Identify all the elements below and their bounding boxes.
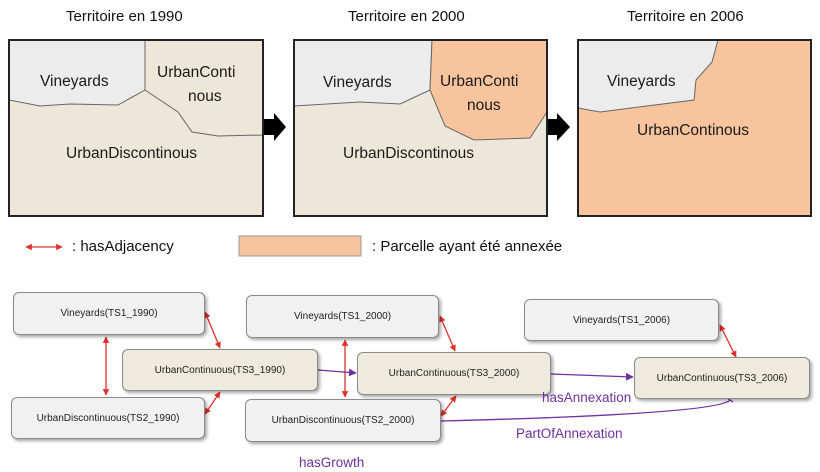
edge-ud2000-uc2000 [440, 395, 457, 417]
label-urban-continuous-2000-line2: nous [467, 97, 501, 114]
node-vineyards-1990: Vineyards(TS1_1990) [13, 292, 205, 335]
label-vineyards-2000: Vineyards [323, 74, 392, 91]
label-urban-discontinuous-2000: UrbanDiscontinous [343, 145, 474, 162]
label-vineyards-1990: Vineyards [40, 73, 109, 90]
node-urban-continuous-2000: UrbanContinuous(TS3_2000) [357, 352, 551, 395]
node-vineyards-2000: Vineyards(TS1_2000) [246, 295, 439, 338]
label-urban-discontinuous-1990: UrbanDiscontinous [66, 145, 197, 162]
map-2006: Vineyards UrbanContinous [577, 39, 812, 217]
parcel-annexed-urban-continuous-2000 [429, 39, 548, 141]
adjacency-edges [102, 311, 737, 417]
label-vineyards-2006: Vineyards [607, 73, 676, 90]
node-urban-continuous-2006: UrbanContinuous(TS3_2006) [634, 357, 810, 399]
edge-v2000-uc2000 [439, 315, 456, 352]
edge-v2006-uc2006 [719, 324, 737, 358]
map-title-1990: Territoire en 1990 [66, 8, 183, 25]
label-urban-continuous-2006: UrbanContinous [637, 122, 749, 139]
legend-annexed-swatch [238, 235, 362, 257]
map-title-2006: Territoire en 2006 [627, 8, 744, 25]
time-arrow-2 [548, 113, 570, 141]
label-part-of-annexation: PartOfAnnexation [516, 426, 623, 441]
edge-has-growth [317, 368, 357, 377]
edge-part-of-annexation [440, 399, 731, 422]
parcel-vineyards-2006 [577, 39, 719, 113]
parcel-vineyards-2000 [293, 39, 433, 107]
node-vineyards-2006: Vineyards(TS1_2006) [524, 299, 719, 341]
legend-adjacency-label: : hasAdjacency [72, 238, 174, 255]
label-urban-continuous-2000-line1: UrbanConti [440, 73, 518, 90]
map-frame-1990 [8, 39, 264, 217]
edge-v1990-uc1990 [204, 311, 221, 349]
node-urban-discontinuous-1990: UrbanDiscontinuous(TS2_1990) [11, 397, 205, 439]
legend-annexed-label: : Parcelle ayant été annexée [372, 238, 563, 255]
map-frame-2006 [577, 39, 812, 217]
edge-has-annexation [550, 372, 634, 381]
time-arrow-1 [264, 113, 286, 141]
map-title-2000: Territoire en 2000 [348, 8, 465, 25]
label-urban-continuous-1990-line1: UrbanConti [157, 64, 235, 81]
map-frame-2000 [293, 39, 548, 217]
label-has-growth: hasGrowth [299, 455, 365, 470]
map-2000: Vineyards UrbanConti nous UrbanDiscontin… [293, 39, 548, 217]
label-has-annexation: hasAnnexation [542, 390, 632, 405]
node-urban-discontinuous-2000: UrbanDiscontinuous(TS2_2000) [245, 399, 441, 442]
label-urban-continuous-1990-line2: nous [188, 88, 222, 105]
edge-ud1990-uc1990 [204, 391, 221, 415]
map-1990: Vineyards UrbanConti nous UrbanDiscontin… [8, 39, 264, 217]
node-urban-continuous-1990: UrbanContinuous(TS3_1990) [122, 349, 318, 391]
